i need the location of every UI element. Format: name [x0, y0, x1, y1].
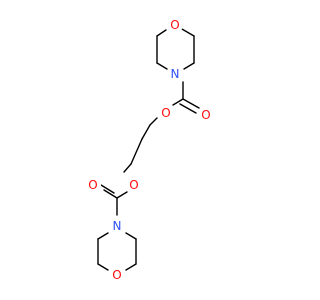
- bond: [125, 263, 137, 271]
- bond: [156, 29, 167, 37]
- bond: [125, 232, 137, 240]
- bond: [179, 103, 197, 114]
- bond: [116, 191, 128, 199]
- oxygen-atom-label: O: [201, 108, 210, 122]
- atom-label-bg: [198, 107, 214, 123]
- bond: [182, 98, 200, 109]
- background: [0, 0, 300, 300]
- bond: [97, 263, 109, 271]
- atom-label-bg: [158, 105, 174, 121]
- bond: [100, 184, 115, 194]
- atom-label-bg: [85, 177, 101, 193]
- atom-label-bg: [109, 218, 125, 234]
- oxygen-atom-label: O: [129, 178, 138, 192]
- bond: [172, 98, 184, 106]
- bond: [103, 189, 118, 199]
- atom-label-bg: [167, 66, 183, 82]
- oxygen-atom-label: O: [161, 106, 170, 120]
- atom-label-layer: O N O O O O N O: [85, 17, 214, 283]
- bond: [156, 62, 168, 70]
- atom-label-bg: [126, 177, 142, 193]
- bond: [97, 232, 109, 240]
- atom-label-bg: [109, 267, 125, 283]
- oxygen-atom-label: O: [170, 18, 179, 32]
- bond-layer: [97, 24, 200, 271]
- atom-label-bg: [167, 17, 183, 33]
- nitrogen-atom-label: N: [171, 67, 180, 81]
- nitrogen-atom-label: N: [113, 219, 122, 233]
- oxygen-atom-label: O: [112, 268, 121, 282]
- bond: [123, 163, 132, 173]
- bond: [183, 62, 195, 70]
- bond: [130, 138, 143, 165]
- bond: [141, 124, 151, 140]
- bond: [149, 117, 158, 126]
- molecule-diagram: O N O O O O N O: [0, 0, 300, 300]
- oxygen-atom-label: O: [88, 178, 97, 192]
